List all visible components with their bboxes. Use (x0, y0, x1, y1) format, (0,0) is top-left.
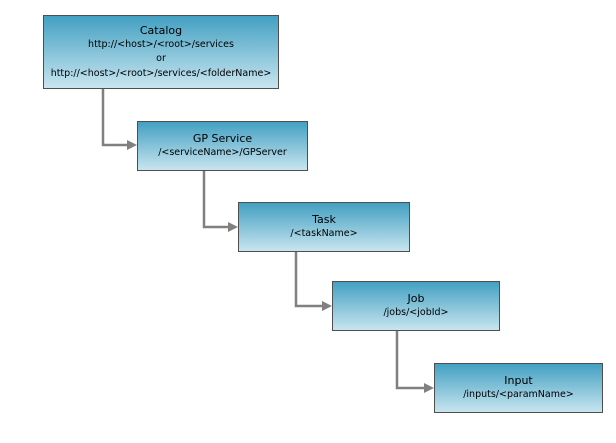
node-gp-service: GP Service /<serviceName>/GPServer (137, 121, 308, 171)
connector-catalog-to-gpservice (101, 89, 128, 147)
node-job-path: /jobs/<jobId> (383, 307, 449, 319)
node-catalog-url-1: http://<host>/<root>/services (88, 38, 234, 50)
node-catalog-title: Catalog (139, 23, 183, 37)
node-job: Job /jobs/<jobId> (332, 281, 500, 331)
arrowhead-icon (127, 140, 137, 150)
node-job-title: Job (407, 292, 425, 306)
node-input-path: /inputs/<paramName> (463, 389, 574, 401)
arrowhead-icon (424, 383, 434, 393)
node-task-path: /<taskName> (290, 228, 358, 240)
node-input-title: Input (504, 374, 533, 388)
node-catalog: Catalog http://<host>/<root>/services or… (43, 15, 279, 89)
node-input: Input /inputs/<paramName> (434, 363, 603, 413)
arrowhead-icon (228, 222, 238, 232)
node-catalog-or: or (156, 53, 166, 65)
arrowhead-icon (322, 301, 332, 311)
node-catalog-url-2: http://<host>/<root>/services/<folderNam… (50, 67, 272, 79)
node-gp-service-path: /<serviceName>/GPServer (158, 147, 287, 159)
node-task: Task /<taskName> (238, 202, 410, 252)
connector-gpservice-to-task (202, 171, 229, 229)
connector-task-to-job (294, 252, 323, 308)
node-task-title: Task (312, 213, 336, 227)
node-gp-service-title: GP Service (192, 132, 253, 146)
connector-job-to-input (395, 331, 425, 390)
